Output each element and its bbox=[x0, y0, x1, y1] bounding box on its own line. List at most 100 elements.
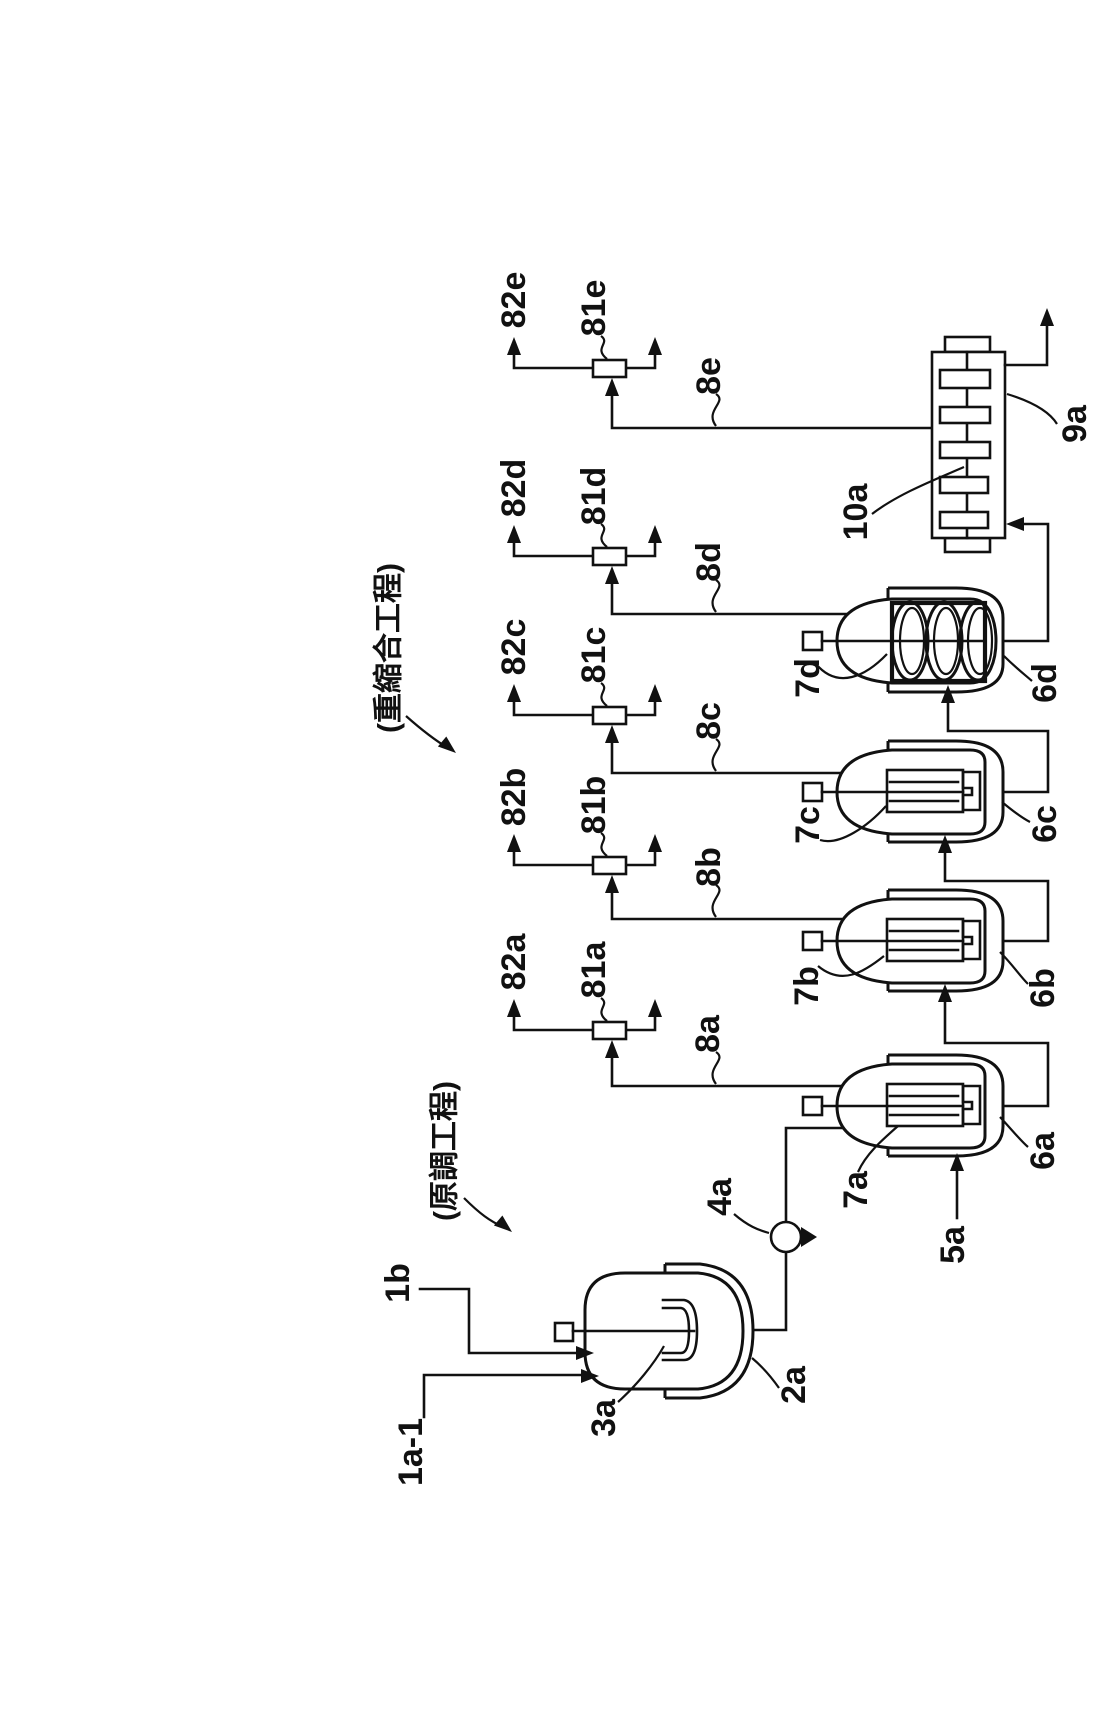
extruder-paddle-4 bbox=[938, 475, 990, 495]
label-81d: 81d bbox=[575, 467, 613, 526]
label-81c: 81c bbox=[575, 627, 613, 684]
reactor-c-leaders bbox=[819, 801, 1031, 843]
transfer-line-paths bbox=[943, 522, 1050, 1108]
reactor-a-agitator-lines bbox=[820, 1084, 982, 1126]
condenser-box-d bbox=[591, 546, 628, 567]
label-3a: 3a bbox=[585, 1398, 623, 1437]
reactor-b-agitator-frame bbox=[885, 917, 965, 963]
caption-polycondensation: (重縮合工程) bbox=[372, 563, 406, 733]
reactor-d-motor bbox=[801, 630, 824, 652]
condenser-unit-e: 82e 81e 8e bbox=[495, 272, 934, 430]
reactor-c-agitator-frame bbox=[885, 768, 965, 814]
vent-arrowheads-a bbox=[507, 999, 662, 1058]
label-9a: 9a bbox=[1056, 404, 1094, 443]
condenser-unit-a: 82a 81a 8a bbox=[495, 933, 845, 1088]
condenser-box-c bbox=[591, 705, 628, 726]
label-81b: 81b bbox=[575, 776, 613, 835]
leader-squiggles-d bbox=[600, 523, 721, 613]
bottom-feed-arrowhead bbox=[950, 1153, 964, 1171]
reactor-6c: 7c 6c bbox=[789, 739, 1064, 844]
leader-squiggles-b bbox=[600, 832, 721, 918]
condenser-box-b bbox=[591, 855, 628, 876]
condenser-unit-c: 82c 81c 8c bbox=[495, 619, 845, 775]
label-5a: 5a bbox=[934, 1225, 972, 1264]
label-8e: 8e bbox=[690, 357, 728, 395]
extruder-paddle-3 bbox=[938, 440, 992, 460]
vent-lines-a bbox=[512, 1015, 845, 1088]
extruder-bottom-cap bbox=[943, 536, 992, 554]
label-82e: 82e bbox=[495, 272, 533, 329]
condenser-unit-d: 82d 81d 8d bbox=[495, 459, 848, 616]
prep-vessel-leaders bbox=[617, 1345, 780, 1403]
label-81e: 81e bbox=[575, 280, 613, 337]
caption-arrow-poly-head bbox=[437, 736, 456, 753]
extruder-paddle-2 bbox=[938, 405, 992, 425]
pump-piping bbox=[751, 1126, 862, 1332]
label-7c: 7c bbox=[789, 806, 827, 844]
vent-lines-d bbox=[512, 541, 848, 616]
reactor-6b: 7b 6b bbox=[788, 888, 1062, 1008]
leader-squiggles-a bbox=[600, 997, 721, 1085]
label-7a: 7a bbox=[837, 1170, 875, 1209]
extruder-9a: 9a 10a bbox=[837, 308, 1094, 554]
pump-leader bbox=[733, 1213, 770, 1235]
reactor-a-leaders bbox=[856, 1116, 1029, 1173]
condenser-box-e bbox=[591, 358, 628, 379]
reactor-6d: 7d 6d bbox=[789, 586, 1064, 703]
label-8b: 8b bbox=[690, 847, 728, 887]
label-8d: 8d bbox=[690, 542, 728, 582]
reactor-a-motor bbox=[801, 1095, 824, 1117]
vent-lines-e bbox=[512, 353, 934, 430]
condenser-box-a bbox=[591, 1020, 628, 1041]
label-7b: 7b bbox=[788, 966, 826, 1006]
reactor-c-motor bbox=[801, 781, 824, 803]
label-6d: 6d bbox=[1026, 663, 1064, 703]
extruder-top-cap bbox=[943, 335, 992, 354]
reactor-d-leaders bbox=[815, 653, 1033, 682]
leader-squiggles-c bbox=[600, 682, 721, 772]
bottom-feed-5a: 5a bbox=[934, 1153, 972, 1264]
feed-lines: 1b 1a-1 bbox=[379, 1263, 599, 1486]
prep-anchor-impeller bbox=[661, 1298, 699, 1362]
extruder-leaders bbox=[871, 392, 1058, 515]
label-4a: 4a bbox=[701, 1177, 739, 1216]
label-8c: 8c bbox=[690, 702, 728, 740]
label-82d: 82d bbox=[495, 459, 533, 518]
label-81a: 81a bbox=[575, 941, 613, 999]
label-6a: 6a bbox=[1024, 1131, 1062, 1170]
prep-vessel-2a: 2a 3a bbox=[553, 1262, 813, 1437]
reactor-6a: 7a 6a bbox=[801, 1053, 1062, 1209]
label-10a: 10a bbox=[837, 483, 875, 541]
stage-captions: (重縮合工程) (原調工程) bbox=[372, 563, 512, 1232]
vent-arrowheads-e bbox=[507, 337, 662, 396]
vent-lines-c bbox=[512, 700, 845, 775]
caption-arrow-raw-head bbox=[493, 1215, 512, 1232]
vent-arrowheads-c bbox=[507, 684, 662, 743]
extruder-outlet-arrowhead bbox=[1040, 308, 1054, 326]
reactor-c-agitator-lines bbox=[820, 770, 982, 812]
caption-raw-prep: (原調工程) bbox=[429, 1081, 462, 1221]
label-82a: 82a bbox=[495, 933, 533, 991]
vent-arrowheads-d bbox=[507, 525, 662, 584]
reactor-b-motor bbox=[801, 930, 824, 952]
feed-arrowheads bbox=[576, 1346, 599, 1383]
prep-agitator-motor bbox=[553, 1321, 575, 1343]
label-1b: 1b bbox=[379, 1263, 417, 1303]
label-6b: 6b bbox=[1024, 968, 1062, 1008]
reactor-a-agitator-frame bbox=[885, 1082, 965, 1128]
condenser-unit-b: 82b 81b 8b bbox=[495, 768, 845, 921]
pump-4a: 4a bbox=[701, 1121, 876, 1332]
vent-arrowheads-b bbox=[507, 834, 662, 893]
label-82b: 82b bbox=[495, 768, 533, 827]
pump-direction-triangle bbox=[801, 1227, 817, 1247]
label-1a-1: 1a-1 bbox=[392, 1418, 430, 1486]
extruder-outlet-line bbox=[1003, 324, 1049, 367]
label-8a: 8a bbox=[689, 1014, 727, 1053]
label-6c: 6c bbox=[1026, 805, 1064, 843]
transfer-lines bbox=[938, 517, 1050, 1108]
leader-squiggles-e bbox=[600, 335, 721, 427]
label-2a: 2a bbox=[775, 1365, 813, 1404]
reactor-b-leaders bbox=[817, 951, 1029, 985]
